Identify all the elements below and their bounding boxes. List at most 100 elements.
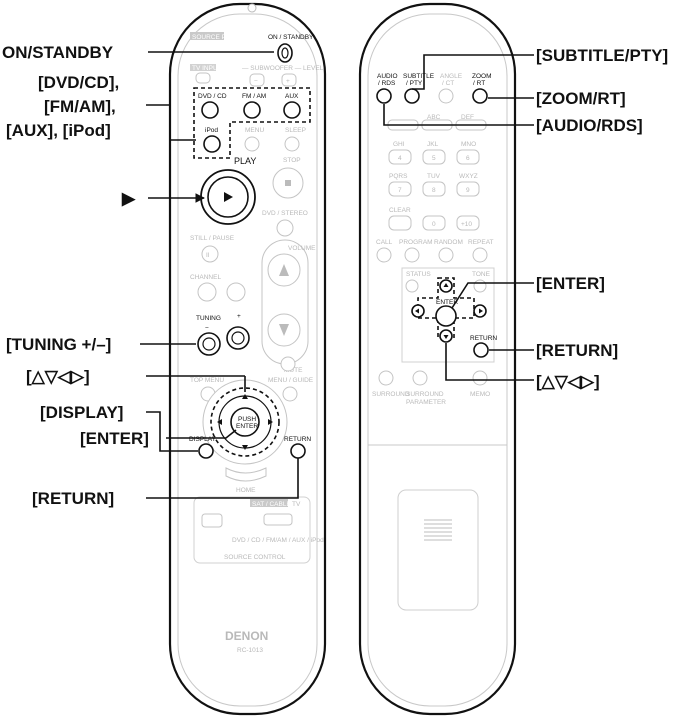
- push-enter-button[interactable]: [230, 407, 260, 437]
- key-0-label: 0: [432, 221, 436, 228]
- back-enter-button[interactable]: [435, 305, 457, 327]
- pause-icon: II: [206, 252, 210, 259]
- key-7-label: 7: [398, 187, 402, 194]
- return-button[interactable]: [290, 443, 306, 459]
- callout-audio-rds: [AUDIO/RDS]: [536, 116, 643, 135]
- callout-on-standby: ON/STANDBY: [2, 43, 114, 62]
- leader-return-left: [146, 458, 299, 499]
- return-small-label: RETURN: [284, 436, 311, 443]
- call-button[interactable]: [376, 247, 392, 263]
- on-standby-button[interactable]: [277, 43, 293, 63]
- menu-guide-label: MENU / GUIDE: [268, 377, 314, 384]
- zoom-rt-button[interactable]: [472, 88, 488, 104]
- key-9-label: 9: [466, 187, 470, 194]
- audio-rds-button[interactable]: [376, 88, 392, 104]
- call-label: CALL: [376, 239, 393, 246]
- jkl-label: JKL: [427, 141, 439, 148]
- still-pause-button[interactable]: [201, 245, 219, 263]
- callout-enter-left: [ENTER]: [80, 429, 149, 448]
- top-menu-label: TOP MENU: [190, 377, 224, 384]
- back-return-button[interactable]: [473, 342, 489, 358]
- repeat-button[interactable]: [472, 247, 488, 263]
- random-button[interactable]: [438, 247, 454, 263]
- sleep-button[interactable]: [284, 136, 300, 152]
- angle-ct-button[interactable]: [438, 88, 454, 104]
- surround-parameter-button[interactable]: [412, 370, 428, 386]
- key-0[interactable]: [422, 215, 446, 231]
- display-button[interactable]: [198, 443, 214, 459]
- key-5-label: 5: [432, 155, 436, 162]
- key-plus10[interactable]: [456, 215, 480, 231]
- home-button[interactable]: [225, 467, 267, 482]
- display-small-label: DISPLAY: [189, 436, 217, 443]
- source-select-label: DVD / CD / FM/AM / AUX / iPod: [232, 537, 324, 544]
- key-8[interactable]: [422, 181, 446, 197]
- stop-label: STOP: [283, 157, 301, 164]
- tone-button[interactable]: [473, 279, 487, 293]
- key-7[interactable]: [388, 181, 412, 197]
- menu-fn-button[interactable]: [244, 136, 260, 152]
- status-button[interactable]: [405, 279, 419, 293]
- subtitle-pty-button[interactable]: [404, 88, 420, 104]
- tuning-plus-label: +: [237, 313, 241, 320]
- cursor-up-icon: [242, 394, 248, 399]
- source-slide-switch[interactable]: [263, 513, 293, 526]
- key-6[interactable]: [456, 149, 480, 165]
- key-5[interactable]: [422, 149, 446, 165]
- sat-cable-badge: [250, 499, 288, 507]
- subwoofer-level-label: — SUBWOOFER — LEVEL: [242, 65, 324, 72]
- menu-fn-label: MENU: [245, 127, 264, 134]
- tuning-plus-button[interactable]: [226, 326, 250, 350]
- volume-label: VOLUME: [288, 245, 316, 252]
- key-8-label: 8: [432, 187, 436, 194]
- battery-grille: [424, 519, 452, 541]
- repeat-label: REPEAT: [468, 239, 494, 246]
- back-cursor-highlight: [417, 277, 475, 339]
- menu-guide-button[interactable]: [282, 386, 298, 402]
- tuning-minus-label: −: [205, 325, 209, 332]
- tuning-minus-button[interactable]: [197, 332, 221, 356]
- fm-am-button[interactable]: [243, 101, 261, 119]
- memo-button[interactable]: [472, 370, 488, 386]
- model-label: RC-1013: [237, 647, 263, 654]
- fm-am-small-label: FM / AM: [242, 93, 266, 100]
- mute-button[interactable]: [280, 356, 296, 372]
- dvd-stereo-label: DVD / STEREO: [262, 210, 308, 217]
- aux-button[interactable]: [283, 101, 301, 119]
- push-enter-label-1: PUSH: [238, 416, 256, 423]
- callout-cursor-left: [△▽◁▷]: [26, 367, 90, 386]
- surround-button[interactable]: [378, 370, 394, 386]
- tv-input-label: TV INPUT: [192, 65, 222, 72]
- ir-window: [247, 3, 257, 13]
- dvd-stereo-button[interactable]: [276, 219, 294, 237]
- key-4[interactable]: [388, 149, 412, 165]
- ipod-button[interactable]: [203, 135, 221, 153]
- program-label: PROGRAM: [399, 239, 433, 246]
- channel-minus-button[interactable]: [197, 282, 217, 302]
- dvd-cd-button[interactable]: [201, 101, 219, 119]
- subwoofer-plus-button[interactable]: [281, 73, 297, 87]
- subwoofer-minus-button[interactable]: [249, 73, 265, 87]
- program-button[interactable]: [404, 247, 420, 263]
- clear-button[interactable]: [388, 215, 412, 231]
- cursor-right-icon: [268, 419, 273, 425]
- source-control-label: SOURCE CONTROL: [224, 554, 286, 561]
- mno-label: MNO: [461, 141, 476, 148]
- key-9[interactable]: [456, 181, 480, 197]
- play-icon: [224, 192, 233, 202]
- callout-dvd-cd: [DVD/CD],: [38, 73, 119, 92]
- audio-rds-label-2: / RDS: [378, 80, 396, 87]
- surround-label: SURROUND: [372, 391, 410, 398]
- leader-enter-left: [166, 429, 237, 439]
- callout-play: ▶: [121, 189, 136, 208]
- leader-audio-rds: [383, 104, 534, 126]
- tv-input-button[interactable]: [195, 72, 211, 84]
- source-buttons-highlight: [193, 87, 311, 159]
- cursor-left-icon: [217, 419, 222, 425]
- channel-plus-button[interactable]: [226, 282, 246, 302]
- sat-cable-label: SAT / CABLE: [252, 501, 291, 508]
- callout-return-right: [RETURN]: [536, 341, 618, 360]
- callout-fm-am: [FM/AM],: [44, 97, 116, 116]
- on-standby-button-inner: [281, 47, 289, 59]
- source-sat-button[interactable]: [201, 513, 223, 528]
